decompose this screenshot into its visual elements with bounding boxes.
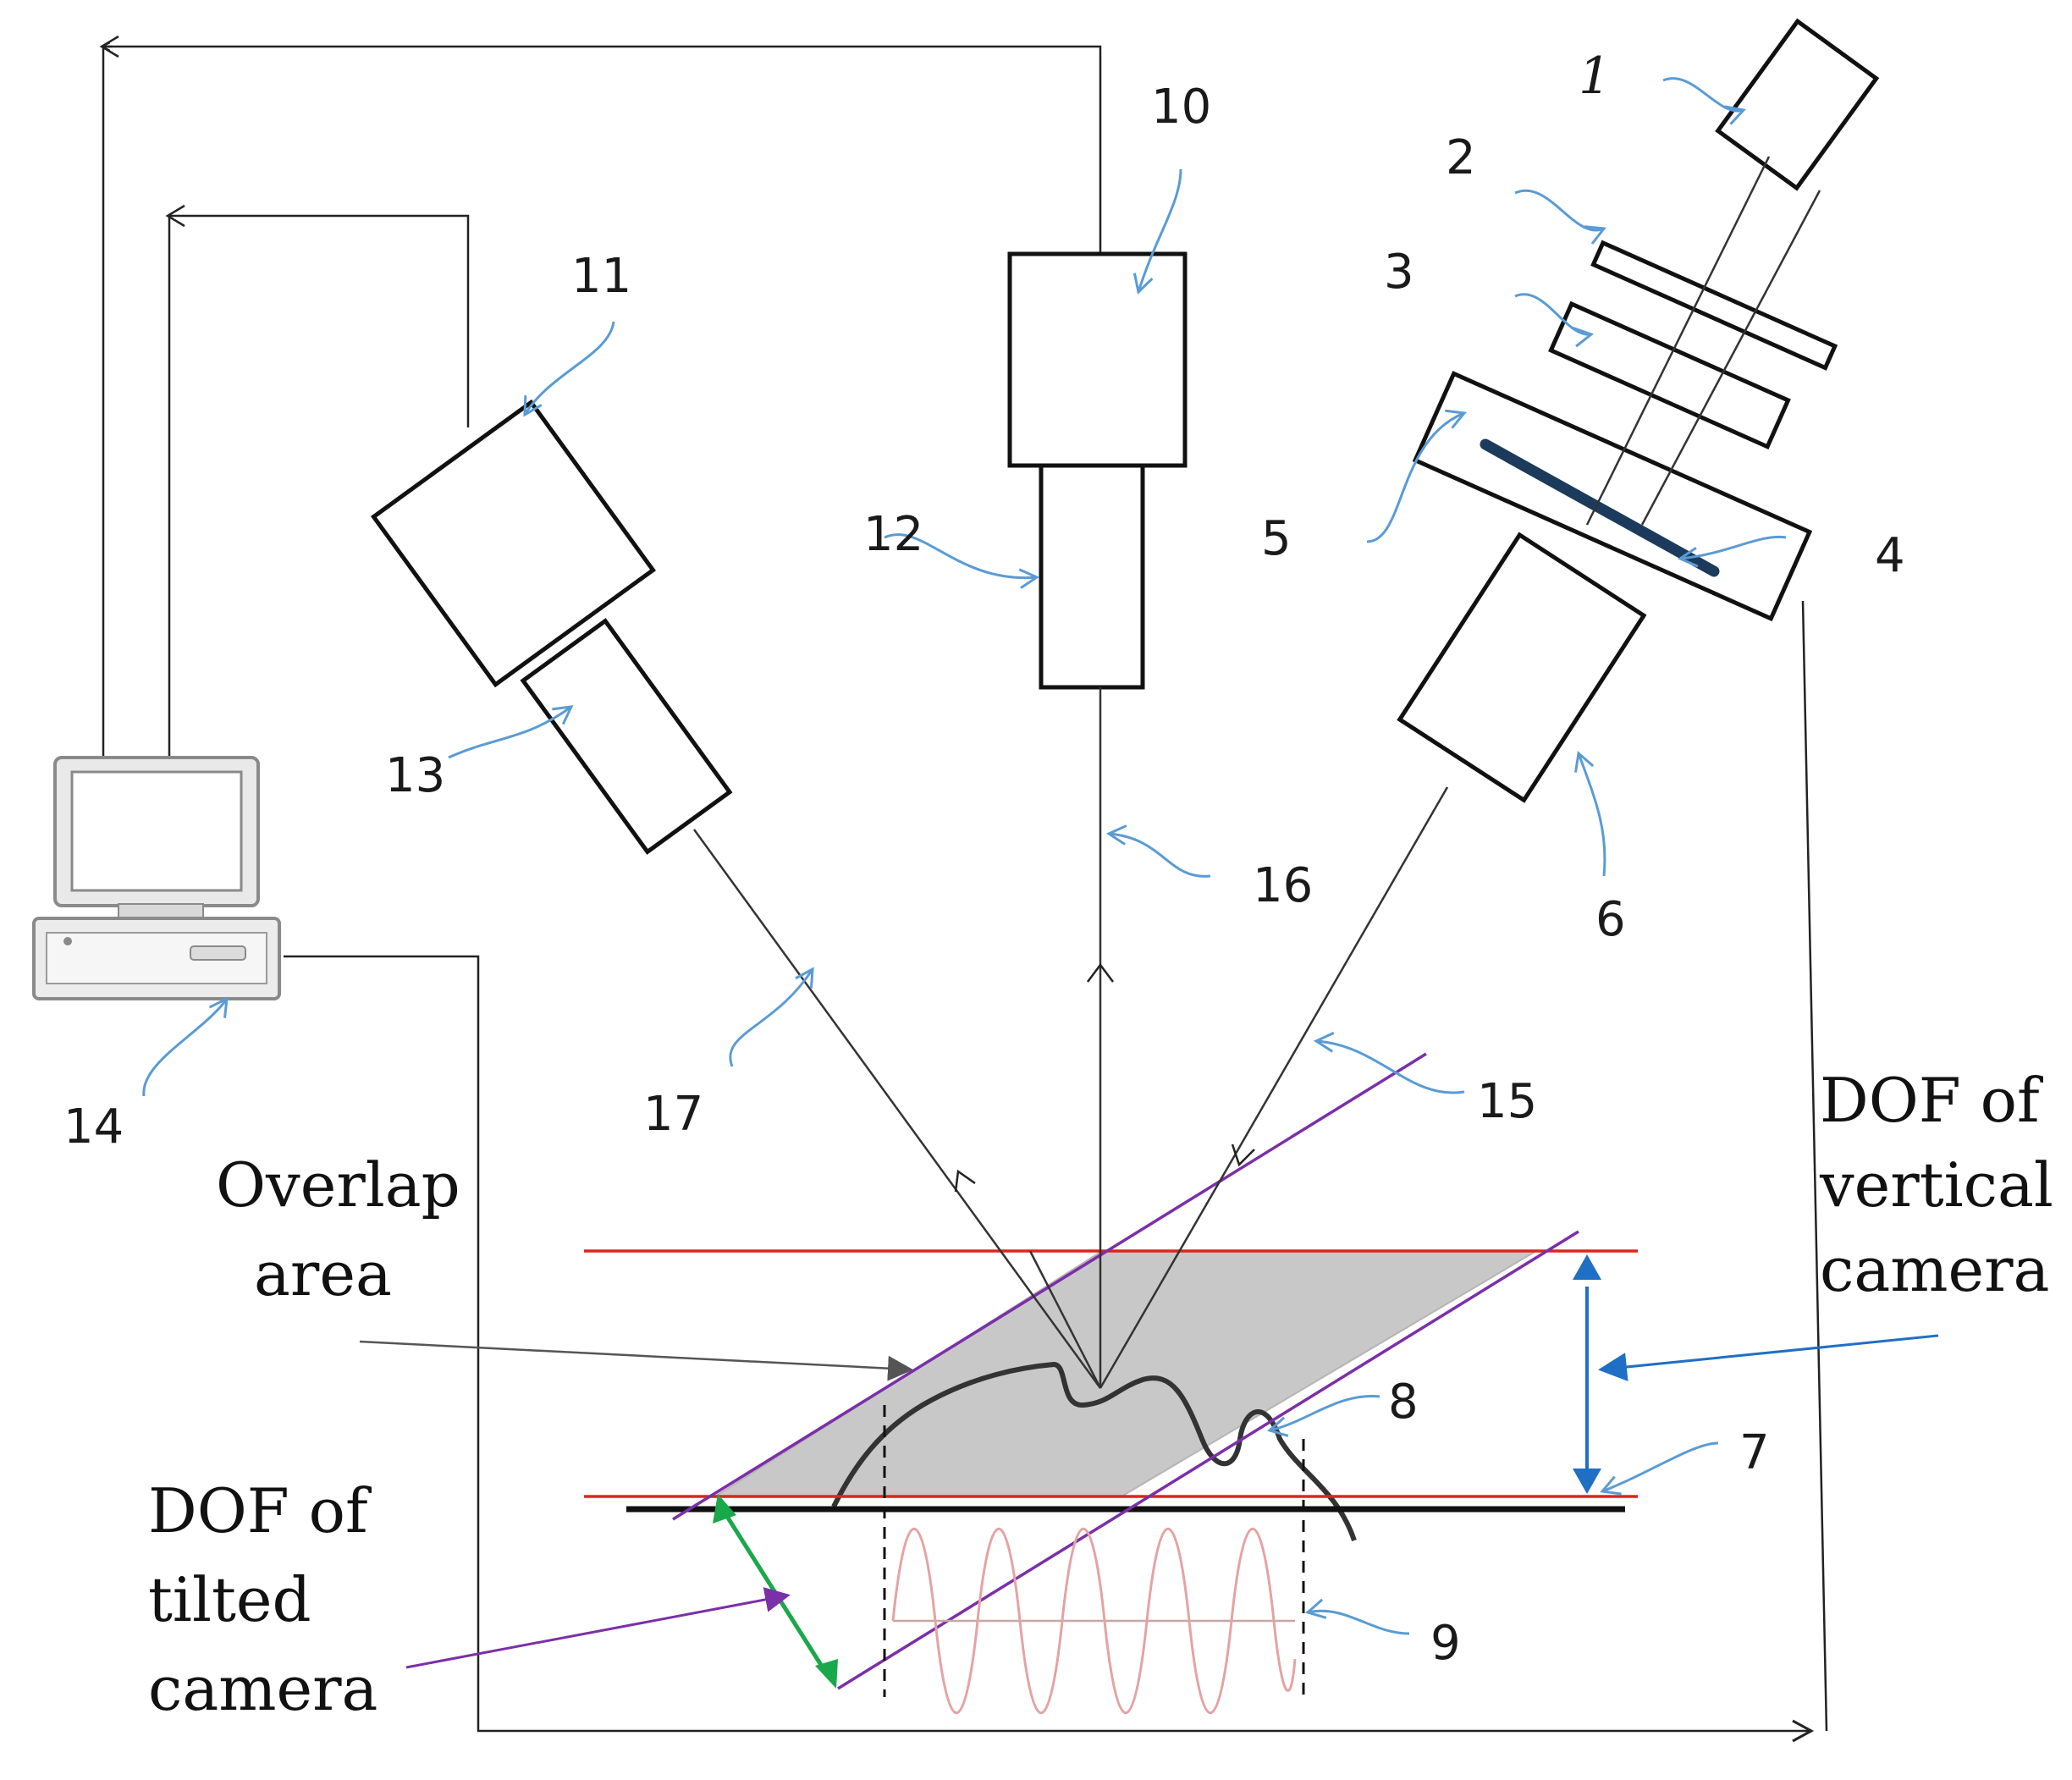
label-7: 7 — [1739, 1425, 1770, 1480]
cable-camera-10 — [102, 45, 1102, 770]
leader-3 — [1514, 293, 1595, 348]
overlap-area-pointer — [359, 1340, 913, 1381]
cable-projector-drop — [1801, 600, 1828, 1732]
label-17: 17 — [643, 1087, 703, 1142]
leader-8 — [1266, 1395, 1380, 1437]
label-12: 12 — [863, 507, 923, 562]
label-1: 1 — [1579, 47, 1611, 106]
label-5: 5 — [1261, 511, 1292, 566]
label-15: 15 — [1477, 1074, 1537, 1129]
leader-15 — [1313, 1032, 1465, 1094]
leader-4 — [1677, 535, 1787, 568]
leader-11 — [523, 321, 615, 417]
tilted-dof-label-line2: tilted — [148, 1564, 311, 1635]
ray-15-projector — [1099, 786, 1449, 1389]
tilted-dof-pointer — [405, 1587, 791, 1669]
label-4: 4 — [1875, 528, 1905, 583]
leader-12 — [884, 533, 1040, 589]
leader-2 — [1514, 189, 1606, 245]
tilted-dof-arrowhead-bottom — [815, 1659, 838, 1689]
overlap-area-label-line1: Overlap — [216, 1149, 460, 1221]
label-8: 8 — [1388, 1375, 1419, 1430]
vertical-camera-body — [1007, 251, 1188, 468]
grating-holder-5 — [1412, 371, 1813, 622]
label-9: 9 — [1430, 1616, 1461, 1671]
leader-17 — [729, 967, 814, 1067]
label-11: 11 — [571, 249, 631, 304]
leader-10 — [1132, 168, 1182, 295]
projection-lens-6 — [1397, 532, 1647, 803]
leader-5 — [1366, 409, 1467, 543]
ray-17-arrow — [954, 1169, 976, 1193]
grating-4 — [1480, 438, 1720, 577]
label-14: 14 — [63, 1099, 124, 1155]
vertical-dof-label-line2: vertical — [1819, 1149, 2053, 1221]
vertical-dof-arrowhead-bottom — [1573, 1469, 1601, 1494]
tilted-dof-label-line1: DOF of — [148, 1475, 372, 1546]
leader-1 — [1662, 77, 1746, 125]
ray-17-lower — [1028, 1250, 1102, 1389]
tilted-dof-label-line3: camera — [148, 1653, 377, 1724]
leader-7 — [1600, 1441, 1719, 1496]
cable-arrow-2 — [165, 204, 185, 228]
vertical-dof-pointer — [1598, 1334, 1939, 1381]
label-2: 2 — [1446, 130, 1476, 185]
tilted-camera-body — [370, 399, 657, 688]
ray-16-arrow — [1087, 962, 1114, 983]
ray-17-tilted — [692, 829, 1102, 1389]
lens-3 — [1548, 300, 1791, 450]
cable-camera-11 — [168, 214, 470, 770]
tilted-dof-lower-limit — [837, 1230, 1579, 1690]
projector-axis-b — [1640, 190, 1821, 526]
polarizer-2 — [1590, 240, 1838, 371]
leader-9 — [1304, 1598, 1410, 1635]
overlap-area-region — [712, 1250, 1540, 1497]
leader-6 — [1574, 751, 1606, 877]
vertical-dof-label-line3: camera — [1820, 1234, 2049, 1305]
label-16: 16 — [1253, 858, 1313, 913]
label-13: 13 — [385, 748, 445, 803]
tilted-camera-lens — [520, 618, 733, 855]
light-source-1 — [1715, 18, 1880, 191]
leader-14 — [142, 996, 229, 1097]
projector-axis-a — [1585, 156, 1771, 526]
data-cables — [102, 45, 1828, 1743]
label-6: 6 — [1595, 892, 1626, 947]
vertical-dof-label-line1: DOF of — [1820, 1065, 2043, 1136]
computer-icon — [32, 756, 281, 1000]
overlap-area-label-line2: area — [254, 1238, 392, 1309]
label-10: 10 — [1151, 80, 1211, 135]
leader-16 — [1105, 824, 1211, 878]
tilted-dof-arrowhead-top — [713, 1494, 736, 1524]
cable-computer-to-projector — [284, 955, 1815, 1743]
vertical-camera-lens — [1039, 463, 1145, 690]
leader-13 — [448, 705, 574, 759]
tilted-dof-upper-limit — [672, 1052, 1427, 1521]
cable-arrow-1 — [99, 35, 119, 58]
label-3: 3 — [1384, 245, 1414, 300]
ray-15-arrow — [1231, 1143, 1255, 1167]
vertical-dof-arrowhead-top — [1573, 1254, 1601, 1280]
tilted-dof-span — [724, 1513, 828, 1673]
fringe-pattern-9 — [891, 1527, 1297, 1715]
